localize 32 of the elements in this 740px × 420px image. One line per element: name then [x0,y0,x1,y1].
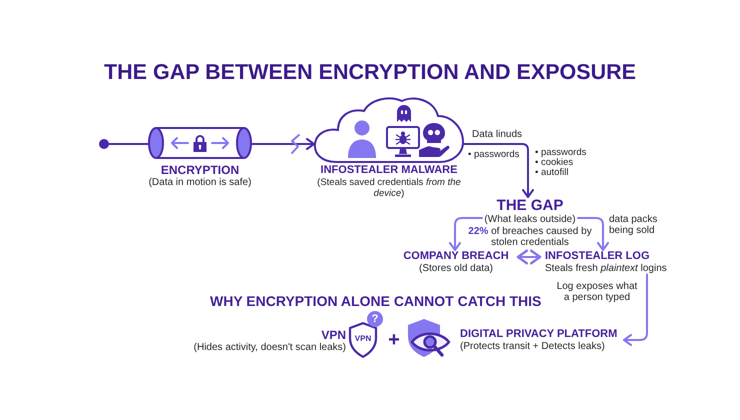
node-description: (Steals saved credentials from the device) [316,177,462,199]
node-heading: COMPANY BREACH [402,250,510,263]
arrow [463,143,534,198]
shield-text: VPN [354,334,372,344]
node-heading: THE GAP [496,197,564,214]
arrow [577,217,609,251]
node-heading: ENCRYPTION [160,163,240,177]
node-description: (What leaks outside) [483,214,577,226]
node-heading: VPN [320,328,346,342]
node-description: (Hides activity, doesn't scan leaks) [192,342,346,354]
question-badge: ? [367,311,383,327]
bullet-item: • passwords [468,149,520,160]
node-description: Steals fresh plaintext logins [545,263,668,274]
node-description: (Stores old data) [418,263,494,274]
bullet-item: • cookies [535,158,574,168]
start-dot [99,139,109,149]
arrow [251,138,315,150]
node-heading: DIGITAL PRIVACY PLATFORM [460,328,618,341]
plus-sign: + [387,330,401,350]
node-description: (Data in motion is safe) [148,177,252,188]
arrow [623,274,648,346]
title: THE GAP BETWEEN ENCRYPTION AND EXPOSURE [103,60,637,84]
node-description: (Protects transit + Detects leaks) [460,341,606,352]
bullet-item: • passwords [535,148,588,158]
section-heading: WHY ENCRYPTION ALONE CANNOT CATCH THIS [210,293,542,310]
bullet-item: • autofill [535,168,570,178]
connector-line [108,143,149,145]
statistic-note: 22% of breaches caused by stolen credentials [467,226,593,248]
arrow [449,217,483,251]
node-heading: INFOSTEALER MALWARE [320,164,458,177]
node-heading: INFOSTEALER LOG [545,250,650,263]
double-arrow [516,250,542,264]
